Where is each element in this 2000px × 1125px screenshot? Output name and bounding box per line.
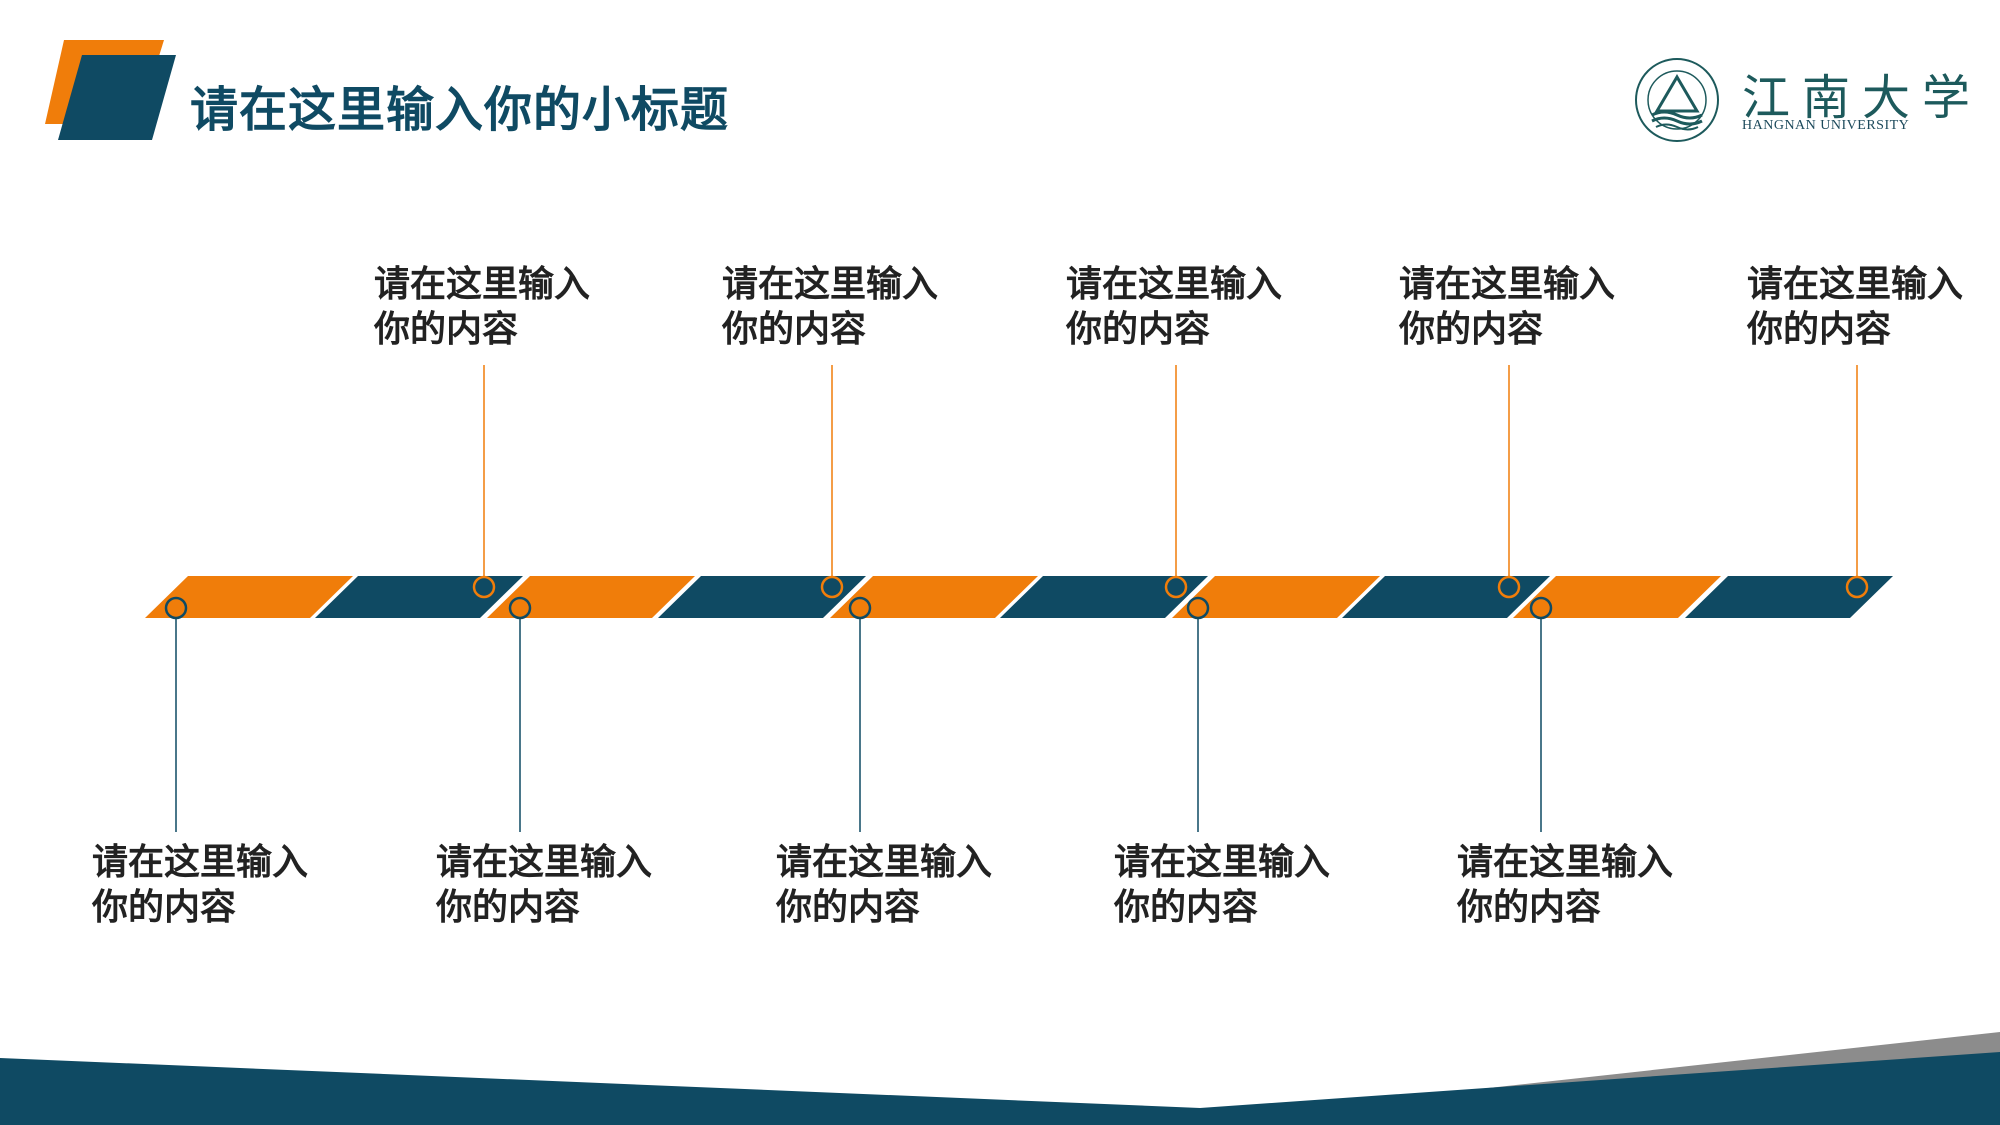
bottom-milestone-marker — [1186, 596, 1210, 620]
timeline-segment — [487, 576, 695, 618]
timeline-segment — [1513, 576, 1721, 618]
timeline-segment — [1172, 576, 1380, 618]
timeline-label: 请在这里输入你的内容 — [776, 842, 993, 928]
timeline-segment — [145, 576, 353, 618]
top-milestone-marker — [820, 575, 844, 599]
timeline-segment — [1685, 576, 1893, 618]
timeline-label: 请在这里输入你的内容 — [436, 842, 653, 928]
timeline-label: 请在这里输入你的内容 — [1114, 842, 1331, 928]
timeline-label: 请在这里输入你的内容 — [374, 264, 591, 350]
university-subtitle: HANGNAN UNIVERSITY — [1742, 118, 1910, 133]
timeline-label: 请在这里输入你的内容 — [1399, 264, 1616, 350]
timeline-segment — [658, 576, 866, 618]
timeline-segment — [315, 576, 523, 618]
top-milestone-marker — [1164, 575, 1188, 599]
bottom-milestone-marker — [848, 596, 872, 620]
page-title: 请在这里输入你的小标题 — [190, 82, 730, 138]
timeline-label: 请在这里输入你的内容 — [1066, 264, 1283, 350]
top-milestone-marker — [1845, 575, 1869, 599]
bottom-milestone-marker — [164, 596, 188, 620]
timeline-segment — [830, 576, 1038, 618]
university-wordmark: 江南大学 — [1742, 70, 1983, 126]
footer-band — [0, 1032, 2000, 1125]
bottom-milestone-marker — [508, 596, 532, 620]
title-accent-icon — [45, 40, 176, 140]
timeline-label: 请在这里输入你的内容 — [722, 264, 939, 350]
top-milestone-marker — [1497, 575, 1521, 599]
timeline-segment — [1000, 576, 1208, 618]
top-milestone-marker — [472, 575, 496, 599]
timeline-label: 请在这里输入你的内容 — [1747, 264, 1964, 350]
university-seal-icon — [1635, 58, 1719, 142]
timeline-label: 请在这里输入你的内容 — [1457, 842, 1674, 928]
timeline-label: 请在这里输入你的内容 — [92, 842, 309, 928]
bottom-milestone-marker — [1529, 596, 1553, 620]
